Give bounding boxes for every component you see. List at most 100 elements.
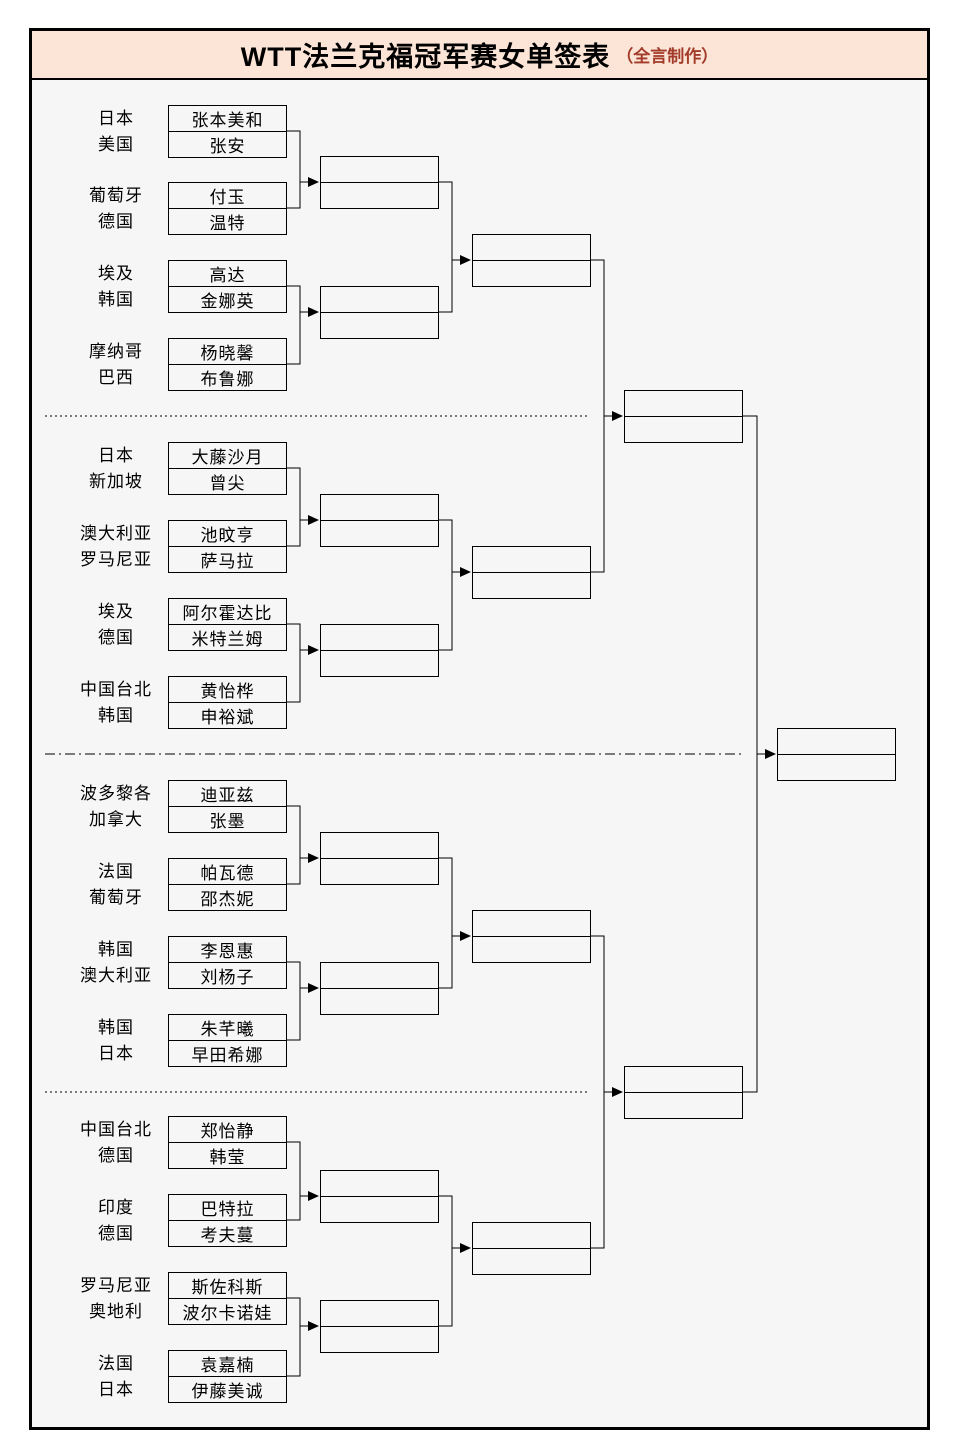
- player-name: 早田希娜: [169, 1040, 286, 1066]
- country-label: 日本: [98, 109, 134, 128]
- round2-slot: [320, 286, 439, 339]
- country-label: 澳大利亚: [80, 524, 152, 543]
- player-name: 朱芊曦: [200, 1020, 255, 1039]
- title-credit: （全言制作）: [616, 47, 719, 66]
- quarterfinal-slot: [472, 1222, 591, 1275]
- country-label: 巴西: [98, 368, 134, 387]
- final-slot: [777, 728, 896, 781]
- country-label: 波多黎各: [80, 784, 152, 803]
- match-pair-box: 斯佐科斯 波尔卡诺娃: [168, 1272, 287, 1325]
- country-label: 韩国: [98, 940, 134, 959]
- player-name: 温特: [169, 208, 286, 234]
- round2-slot: [320, 494, 439, 547]
- page-title: WTT法兰克福冠军赛女单签表: [240, 42, 611, 72]
- country-label: 德国: [98, 212, 134, 231]
- title-bar: WTT法兰克福冠军赛女单签表 （全言制作）: [29, 28, 930, 80]
- player-name: 布鲁娜: [169, 364, 286, 390]
- match-pair-box: 帕瓦德 邵杰妮: [168, 858, 287, 911]
- country-label: 日本: [98, 1380, 134, 1399]
- match-pair-box: 高达 金娜英: [168, 260, 287, 313]
- player-name: 黄怡桦: [200, 682, 255, 701]
- country-label: 埃及: [98, 264, 134, 283]
- semifinal-slot: [624, 1066, 743, 1119]
- country-label: 葡萄牙: [89, 186, 143, 205]
- country-label: 德国: [98, 1224, 134, 1243]
- page-frame: [29, 28, 930, 1430]
- player-name: 郑怡静: [200, 1122, 255, 1141]
- player-name: 米特兰姆: [169, 624, 286, 650]
- player-name: 考夫蔓: [169, 1220, 286, 1246]
- country-label: 埃及: [98, 602, 134, 621]
- player-name: 邵杰妮: [169, 884, 286, 910]
- match-pair-box: 池旼亨 萨马拉: [168, 520, 287, 573]
- match-pair-box: 杨晓馨 布鲁娜: [168, 338, 287, 391]
- match-pair-box: 付玉 温特: [168, 182, 287, 235]
- country-label: 摩纳哥: [89, 342, 143, 361]
- player-name: 帕瓦德: [200, 864, 255, 883]
- player-name: 付玉: [209, 188, 246, 207]
- player-name: 韩莹: [169, 1142, 286, 1168]
- player-name: 金娜英: [169, 286, 286, 312]
- country-label: 罗马尼亚: [80, 550, 152, 569]
- player-name: 斯佐科斯: [191, 1278, 264, 1297]
- match-pair-box: 郑怡静 韩莹: [168, 1116, 287, 1169]
- match-pair-box: 袁嘉楠 伊藤美诚: [168, 1350, 287, 1403]
- country-label: 中国台北: [80, 1120, 152, 1139]
- player-name: 张墨: [169, 806, 286, 832]
- match-pair-box: 迪亚兹 张墨: [168, 780, 287, 833]
- country-label: 韩国: [98, 290, 134, 309]
- country-label: 罗马尼亚: [80, 1276, 152, 1295]
- country-label: 韩国: [98, 1018, 134, 1037]
- country-label: 美国: [98, 135, 134, 154]
- player-name: 李恩惠: [200, 942, 255, 961]
- country-label: 韩国: [98, 706, 134, 725]
- match-pair-box: 大藤沙月 曾尖: [168, 442, 287, 495]
- round2-slot: [320, 1170, 439, 1223]
- match-pair-box: 朱芊曦 早田希娜: [168, 1014, 287, 1067]
- country-label: 德国: [98, 628, 134, 647]
- country-label: 奥地利: [89, 1302, 143, 1321]
- country-label: 日本: [98, 446, 134, 465]
- round2-slot: [320, 1300, 439, 1353]
- country-label: 中国台北: [80, 680, 152, 699]
- player-name: 巴特拉: [200, 1200, 255, 1219]
- round2-slot: [320, 962, 439, 1015]
- player-name: 张本美和: [191, 111, 264, 130]
- match-pair-box: 黄怡桦 申裕斌: [168, 676, 287, 729]
- player-name: 阿尔霍达比: [182, 604, 273, 623]
- player-name: 申裕斌: [169, 702, 286, 728]
- match-pair-box: 巴特拉 考夫蔓: [168, 1194, 287, 1247]
- player-name: 池旼亨: [200, 526, 255, 545]
- country-label: 法国: [98, 1354, 134, 1373]
- match-pair-box: 阿尔霍达比 米特兰姆: [168, 598, 287, 651]
- player-name: 迪亚兹: [200, 786, 255, 805]
- country-label: 新加坡: [89, 472, 143, 491]
- match-pair-box: 张本美和 张安: [168, 105, 287, 158]
- round2-slot: [320, 156, 439, 209]
- player-name: 伊藤美诚: [169, 1376, 286, 1402]
- country-label: 澳大利亚: [80, 966, 152, 985]
- quarterfinal-slot: [472, 234, 591, 287]
- player-name: 刘杨子: [169, 962, 286, 988]
- player-name: 波尔卡诺娃: [169, 1298, 286, 1324]
- round2-slot: [320, 624, 439, 677]
- player-name: 袁嘉楠: [200, 1356, 255, 1375]
- semifinal-slot: [624, 390, 743, 443]
- country-label: 加拿大: [89, 810, 143, 829]
- country-label: 法国: [98, 862, 134, 881]
- country-label: 日本: [98, 1044, 134, 1063]
- quarterfinal-slot: [472, 910, 591, 963]
- player-name: 张安: [169, 131, 286, 157]
- country-label: 葡萄牙: [89, 888, 143, 907]
- round2-slot: [320, 832, 439, 885]
- player-name: 高达: [209, 266, 246, 285]
- player-name: 杨晓馨: [200, 344, 255, 363]
- country-label: 印度: [98, 1198, 134, 1217]
- country-label: 德国: [98, 1146, 134, 1165]
- player-name: 大藤沙月: [191, 448, 264, 467]
- quarterfinal-slot: [472, 546, 591, 599]
- match-pair-box: 李恩惠 刘杨子: [168, 936, 287, 989]
- player-name: 曾尖: [169, 468, 286, 494]
